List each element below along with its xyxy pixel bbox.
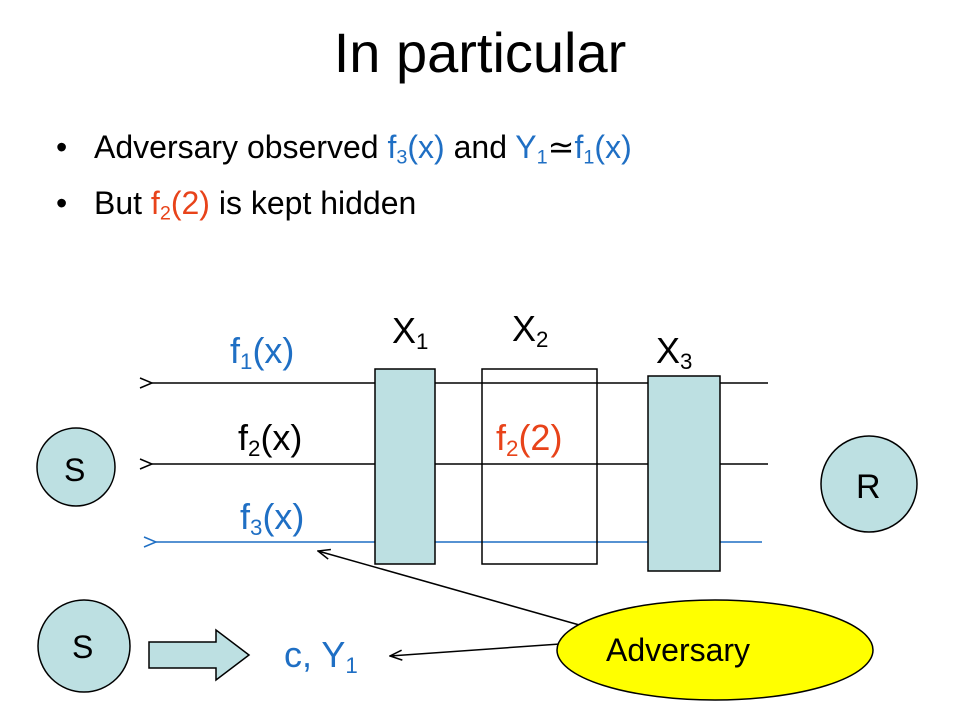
bullet-dot: •	[56, 185, 68, 221]
adversary-observe-line	[318, 551, 591, 629]
wire-label-f1: f1(x)	[230, 330, 295, 375]
bullet-2-text: But	[94, 185, 151, 221]
sender-label: S	[64, 452, 86, 488]
channel-label-x2: X2	[512, 308, 549, 353]
block-arrow	[148, 628, 251, 682]
receiver-node	[820, 435, 918, 533]
sender-2-label: S	[72, 629, 94, 665]
bullet-2-f2: f2(2)	[150, 185, 210, 225]
sender-node-2	[37, 599, 131, 693]
bullet-1-f3: f3(x)	[387, 129, 445, 169]
bullet-dot: •	[56, 129, 68, 165]
bullet-1-and: and	[444, 129, 516, 165]
output-label: c, Y1	[284, 634, 358, 679]
bullet-2-rest: is kept hidden	[209, 185, 417, 221]
sender-node	[36, 427, 116, 507]
bullet-1: • Adversary observed f3(x) and Y1≃f1(x)	[56, 128, 632, 169]
channel-box-x3	[647, 375, 721, 572]
channel-box-x1	[374, 368, 436, 565]
adversary-ellipse	[556, 599, 874, 701]
adversary-label: Adversary	[606, 632, 751, 668]
adversary-output-line	[390, 643, 561, 656]
bullet-2: • But f2(2) is kept hidden	[56, 184, 417, 225]
wire-label-f2: f2(x)	[238, 417, 303, 462]
bullet-1-text: Adversary observed	[94, 129, 388, 165]
channel-label-x1: X1	[392, 310, 429, 355]
slide-title: In particular	[333, 21, 627, 84]
channel-label-x3: X3	[656, 330, 693, 375]
bullet-1-y1: Y1	[515, 129, 548, 169]
bullet-1-approx: ≃	[547, 129, 575, 165]
hidden-value-f2: f2(2)	[496, 417, 563, 462]
wire-label-f3: f3(x)	[240, 496, 305, 541]
channel-box-x2	[481, 368, 598, 565]
receiver-label: R	[856, 468, 881, 506]
bullet-1-f1: f1(x)	[574, 129, 632, 169]
